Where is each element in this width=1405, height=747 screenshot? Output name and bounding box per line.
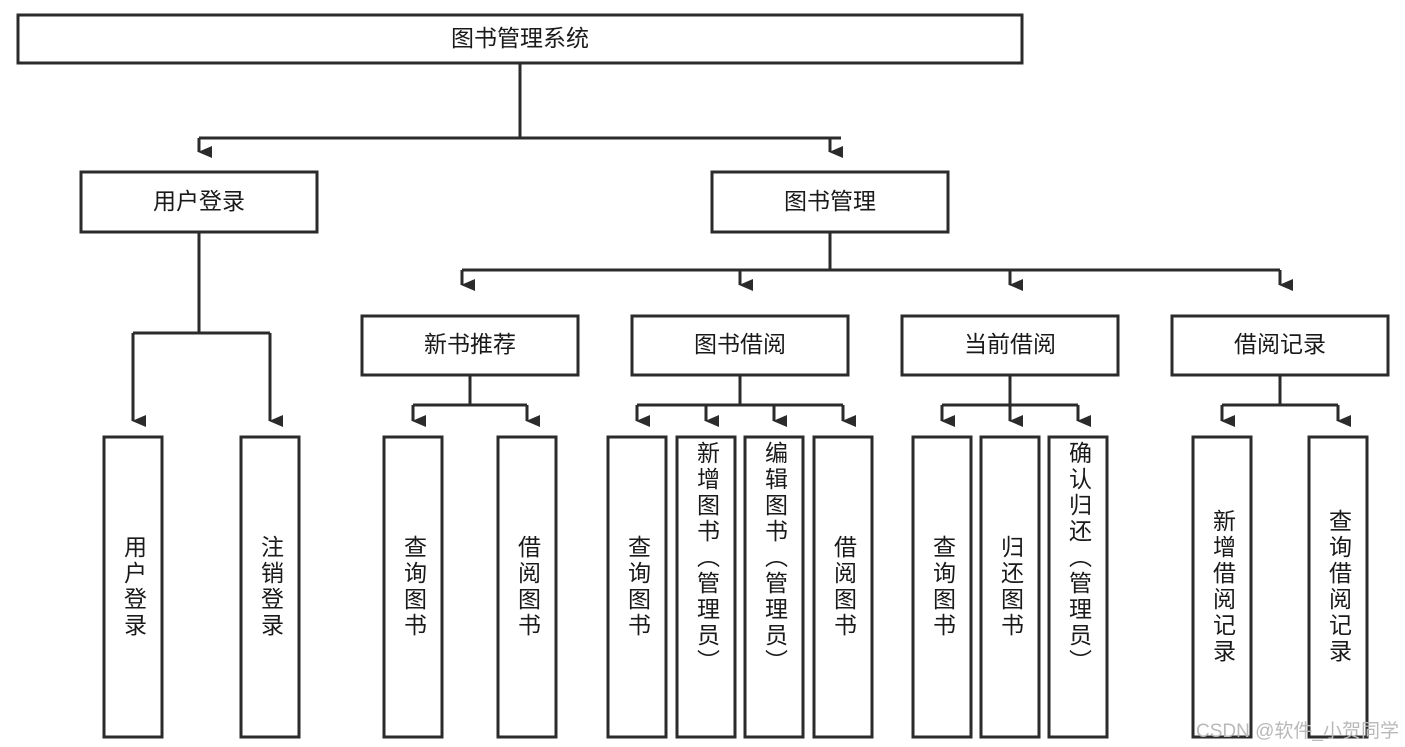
- node-book-manage[interactable]: 图书管理: [710, 170, 950, 234]
- node-book-manage-label: 图书管理: [784, 188, 876, 214]
- leaf-box-add-book: [675, 435, 737, 739]
- node-new-book-recommend-label: 新书推荐: [424, 331, 516, 357]
- node-book-borrow-label: 图书借阅: [694, 331, 786, 357]
- connector-currentborrow-to-leaves: [940, 375, 1091, 427]
- connector-userlogin-to-leaves: [131, 232, 283, 427]
- node-user-login[interactable]: 用户登录: [79, 170, 319, 234]
- leaf-box-query-book-1: [382, 435, 444, 739]
- node-current-borrow[interactable]: 当前借阅: [900, 314, 1120, 377]
- leaf-box-query-record: [1307, 435, 1369, 739]
- leaf-box-add-record: [1191, 435, 1253, 739]
- node-root[interactable]: 图书管理系统: [16, 13, 1024, 65]
- node-borrow-record[interactable]: 借阅记录: [1170, 314, 1390, 377]
- node-new-book-recommend[interactable]: 新书推荐: [360, 314, 580, 377]
- leaf-boxes: [102, 435, 1369, 739]
- leaf-box-query-book-2: [606, 435, 668, 739]
- leaf-box-user-logout: [239, 435, 301, 739]
- node-borrow-record-label: 借阅记录: [1234, 331, 1326, 357]
- connector-newbook-to-leaves: [411, 375, 540, 427]
- leaf-box-edit-book: [743, 435, 805, 739]
- leaf-box-borrow-book-1: [496, 435, 558, 739]
- node-user-login-label: 用户登录: [153, 188, 245, 214]
- connector-root-to-level2: [197, 63, 843, 158]
- leaf-box-query-book-3: [911, 435, 973, 739]
- leaf-box-confirm-return: [1047, 435, 1109, 739]
- csdn-watermark: CSDN @软件_小贺同学: [1196, 721, 1399, 742]
- connector-bookborrow-to-leaves: [635, 375, 856, 427]
- node-current-borrow-label: 当前借阅: [964, 331, 1056, 357]
- leaf-box-return-book: [979, 435, 1041, 739]
- connector-borrowrecord-to-leaves: [1220, 375, 1351, 427]
- node-root-label: 图书管理系统: [451, 25, 589, 51]
- node-book-borrow[interactable]: 图书借阅: [630, 314, 850, 377]
- connector-bookmanage-to-level3: [460, 232, 1293, 291]
- leaf-box-user-login: [102, 435, 164, 739]
- leaf-box-borrow-book-2: [812, 435, 874, 739]
